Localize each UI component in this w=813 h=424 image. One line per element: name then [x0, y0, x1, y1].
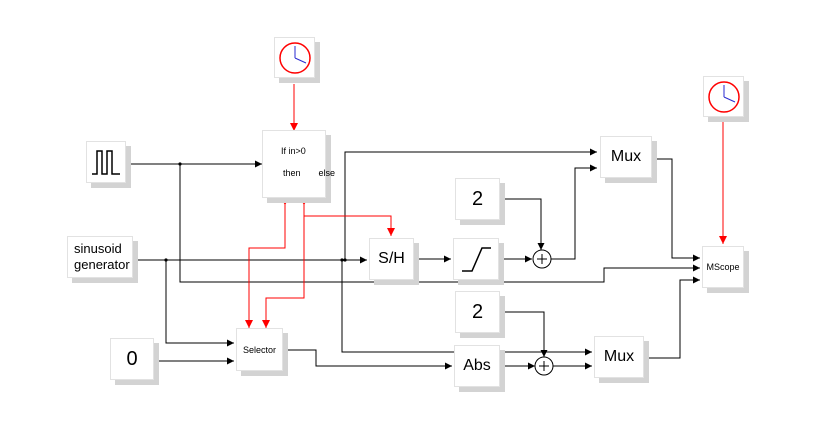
then-event-port: [280, 197, 290, 205]
event-links: [245, 84, 727, 328]
link-two-to-sum-bottom[interactable]: [500, 311, 548, 357]
sum-block-bottom[interactable]: [534, 356, 554, 376]
link-two-to-sum-top[interactable]: [500, 198, 545, 250]
link-sine-to-mux-bottom[interactable]: [341, 260, 592, 356]
sinusoid-generator-block[interactable]: sinusoid generator: [67, 236, 133, 278]
link-selector-to-abs[interactable]: [283, 349, 452, 370]
mscope-block[interactable]: MScope: [702, 246, 744, 288]
link-then-to-selector[interactable]: [245, 204, 286, 328]
junction-dot: [178, 162, 182, 166]
then-label: then: [283, 168, 301, 178]
constant-zero-block[interactable]: 0: [110, 338, 154, 380]
link-mux-top-to-mscope[interactable]: [652, 158, 700, 262]
sum-block-top[interactable]: [532, 249, 552, 269]
square-wave-icon: [92, 150, 120, 175]
link-sine-to-mux-top[interactable]: [344, 148, 597, 260]
mscope-label: MScope: [706, 262, 740, 272]
constant-two-top-block[interactable]: 2: [455, 178, 500, 220]
abs-label: Abs: [463, 357, 491, 374]
selector-label: Selector: [242, 344, 277, 355]
sample-hold-block[interactable]: S/H: [369, 238, 414, 280]
event-ports: [280, 197, 309, 205]
constant-zero-label: 0: [126, 347, 138, 370]
sum-icon: [537, 254, 547, 264]
else-event-port: [299, 197, 309, 205]
junction-dot: [340, 258, 344, 262]
sample-hold-label: S/H: [378, 250, 405, 267]
mux-top-block[interactable]: Mux: [600, 136, 652, 178]
saturation-block[interactable]: [453, 238, 499, 280]
clock-icon: [278, 41, 311, 74]
else-label: else: [318, 168, 336, 178]
junction-dot: [343, 258, 347, 262]
square-wave-block[interactable]: [86, 141, 126, 183]
mux-top-label: Mux: [610, 148, 642, 165]
if-condition-label: If in>0: [281, 146, 306, 156]
clock-block-left[interactable]: [274, 37, 315, 78]
sinusoid-label-line1: sinusoid: [74, 241, 122, 256]
link-junctions: [164, 162, 347, 262]
sum-icon: [539, 361, 549, 371]
junction-dot: [164, 258, 168, 262]
link-sum-top-to-mux[interactable]: [551, 164, 597, 260]
clock-icon: [707, 80, 740, 113]
if-then-else-block[interactable]: If in>0 then else: [262, 130, 335, 198]
link-sine-to-selector[interactable]: [165, 260, 234, 347]
abs-block[interactable]: Abs: [454, 345, 500, 387]
link-pulse-to-mscope[interactable]: [179, 164, 700, 283]
clock-block-right[interactable]: [703, 76, 744, 117]
link-else-to-sh[interactable]: [304, 215, 395, 236]
mux-bottom-label: Mux: [603, 348, 635, 365]
signal-links: [130, 148, 700, 370]
link-else-to-selector[interactable]: [262, 204, 305, 328]
link-mux-bottom-to-mscope[interactable]: [644, 276, 700, 359]
constant-two-top-label: 2: [471, 187, 484, 210]
selector-block[interactable]: Selector: [236, 328, 283, 371]
constant-two-bottom-block[interactable]: 2: [455, 291, 500, 333]
saturation-icon: [462, 247, 491, 272]
mux-bottom-block[interactable]: Mux: [594, 336, 644, 378]
constant-two-bottom-label: 2: [471, 300, 484, 323]
sinusoid-label-line2: generator: [74, 257, 130, 272]
